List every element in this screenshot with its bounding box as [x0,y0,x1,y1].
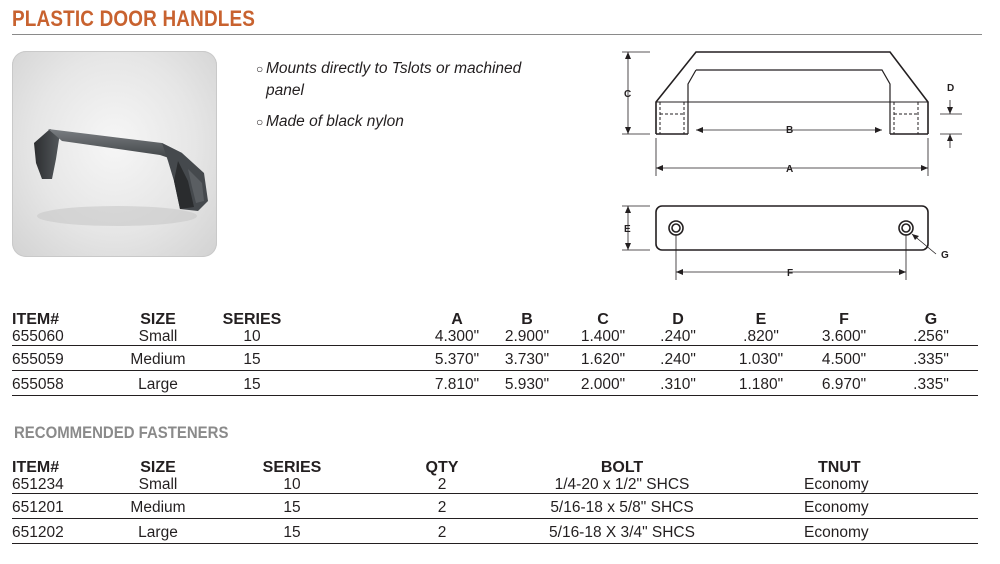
cell: Large [104,518,212,544]
cell: 655058 [12,370,104,396]
feature-list: ○ Mounts directly to Tslots or machined … [256,58,556,142]
dim-label-e: E [624,224,631,235]
bullet-icon: ○ [256,115,264,129]
col-header: BOLT [600,459,644,476]
cell: 1.180" [718,370,804,396]
product-photo [12,51,217,257]
dim-label-f: F [787,268,793,279]
cell: 3.730" [486,345,568,371]
cell: .256" [884,328,978,346]
col-header: G [924,311,938,328]
dim-label-b: B [786,125,793,136]
fasteners-table: ITEM# SIZE SERIES QTY BOLT TNUT 651234 S… [12,459,978,544]
col-header: E [755,311,767,328]
specs-table: ITEM# SIZE SERIES A B C D E F G 655060 S… [12,311,978,396]
cell: 15 [212,370,292,396]
table-row: 651201 Medium 15 2 5/16-18 x 5/8" SHCS E… [12,493,978,519]
cell: 4.500" [804,345,884,371]
cell: 2 [372,476,512,494]
cell: Small [104,476,212,494]
cell: 2 [372,493,512,519]
dimension-drawing: C B A D E F G [622,51,962,280]
cell: 2.900" [486,328,568,346]
feature-item: ○ Mounts directly to Tslots or machined … [256,58,556,102]
cell: 655060 [12,328,104,346]
cell: 1.030" [718,345,804,371]
cell: .240" [638,345,718,371]
cell: 5/16-18 X 3/4" SHCS [512,518,732,544]
cell: Large [104,370,212,396]
table-row: 655058 Large 15 7.810" 5.930" 2.000" .31… [12,370,978,396]
col-header: F [839,311,849,328]
cell: .335" [884,370,978,396]
cell: .335" [884,345,978,371]
cell: .240" [638,328,718,346]
cell: 4.300" [292,328,486,346]
fasteners-title: RECOMMENDED FASTENERS [14,423,229,442]
col-header: SIZE [140,459,176,476]
cell: 2.000" [568,370,638,396]
cell: 655059 [12,345,104,371]
col-header: B [521,311,533,328]
cell: .310" [638,370,718,396]
cell: 651201 [12,493,104,519]
cell: 1/4-20 x 1/2" SHCS [512,476,732,494]
col-header: ITEM# [12,459,60,476]
cell: Economy [732,518,978,544]
dim-label-d: D [947,83,954,94]
cell: 651234 [12,476,104,494]
title-divider [12,34,982,35]
dim-label-c: C [624,89,631,100]
cell: 15 [212,493,372,519]
col-header: QTY [425,459,459,476]
cell: 10 [212,328,292,346]
col-header: A [451,311,463,328]
cell: 2 [372,518,512,544]
table-row: 655059 Medium 15 5.370" 3.730" 1.620" .2… [12,345,978,371]
col-header: SERIES [222,311,282,328]
col-header: ITEM# [12,311,60,328]
cell: .820" [718,328,804,346]
cell: 7.810" [292,370,486,396]
page-title: PLASTIC DOOR HANDLES [12,6,256,31]
cell: Economy [732,493,978,519]
cell: Economy [732,476,978,494]
col-header: C [597,311,609,328]
cell: 651202 [12,518,104,544]
table-row: 651234 Small 10 2 1/4-20 x 1/2" SHCS Eco… [12,476,978,494]
bullet-icon: ○ [256,62,264,76]
cell: Small [104,328,212,346]
cell: 3.600" [804,328,884,346]
fasteners-header-row: ITEM# SIZE SERIES QTY BOLT TNUT [12,459,978,476]
cell: 10 [212,476,372,494]
handle-image [34,129,208,226]
cell: 1.620" [568,345,638,371]
dim-label-g: G [941,250,949,261]
feature-item: ○ Made of black nylon [256,111,556,133]
dim-label-a: A [786,164,793,175]
cell: Medium [104,345,212,371]
col-header: SERIES [262,459,322,476]
feature-text: Made of black nylon [266,113,404,130]
cell: 15 [212,345,292,371]
col-header: TNUT [818,459,861,476]
cell: 15 [212,518,372,544]
table-row: 651202 Large 15 2 5/16-18 X 3/4" SHCS Ec… [12,518,978,544]
table-row: 655060 Small 10 4.300" 2.900" 1.400" .24… [12,328,978,346]
col-header: D [672,311,684,328]
col-header: SIZE [140,311,176,328]
cell: 5/16-18 x 5/8" SHCS [512,493,732,519]
cell: 5.370" [292,345,486,371]
cell: 5.930" [486,370,568,396]
cell: Medium [104,493,212,519]
specs-header-row: ITEM# SIZE SERIES A B C D E F G [12,311,978,328]
cell: 1.400" [568,328,638,346]
feature-text: Mounts directly to Tslots or machined pa… [266,60,522,99]
cell: 6.970" [804,370,884,396]
